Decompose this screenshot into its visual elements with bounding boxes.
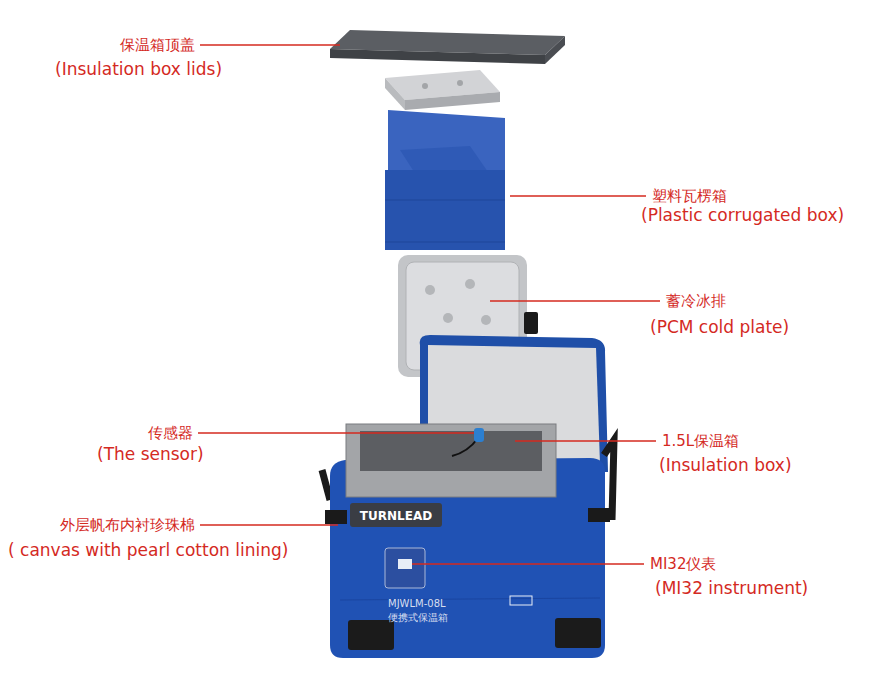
ice-pack-front (405, 92, 500, 110)
box-lid (330, 30, 565, 64)
box-fold (385, 200, 505, 201)
leader-lines (198, 45, 660, 564)
plate-hole (443, 313, 453, 323)
bottom-clip (348, 620, 394, 650)
tag-mark (510, 596, 532, 605)
leader-line (510, 195, 646, 197)
leader-line (515, 440, 656, 442)
ice-pack (385, 70, 500, 110)
leader-line (200, 44, 340, 46)
corrugated-box (385, 110, 505, 250)
plate-hole (481, 315, 491, 325)
product-text: 便携式保温箱 (388, 613, 448, 623)
instrument-pocket (385, 548, 425, 588)
callout-label: 1.5L保温箱 (662, 434, 739, 449)
brand-text: TURNLEAD (360, 510, 432, 522)
strap-band (588, 508, 610, 522)
callout-label: (The sensor) (97, 446, 204, 463)
strap-band (325, 510, 347, 524)
callout-label: 保温箱顶盖 (120, 38, 195, 53)
callout-label: 传感器 (148, 426, 193, 441)
brand-badge (350, 503, 442, 527)
callout-label: 外层帆布内衬珍珠棉 (60, 518, 195, 533)
insulation-box-wall (346, 424, 556, 497)
callout-label: (Insulation box) (659, 457, 792, 474)
model-text: MJWLM-08L (388, 599, 446, 609)
shoulder-strap (322, 470, 330, 500)
insulation-box (346, 424, 556, 497)
leader-line (490, 300, 660, 302)
box-front (385, 170, 505, 250)
lid-front (330, 49, 545, 64)
leader-line (412, 563, 644, 565)
ice-pack-dot (422, 83, 428, 89)
plate-hole (465, 279, 475, 289)
callout-label: ( canvas with pearl cotton lining) (8, 542, 288, 559)
plate-hole (425, 285, 435, 295)
sensor (474, 428, 484, 442)
bag-seam (340, 598, 600, 600)
lid-side (545, 36, 565, 64)
callout-label: (Insulation box lids) (55, 61, 222, 78)
callout-label: 蓄冷冰排 (666, 294, 726, 309)
callout-label: MI32仪表 (650, 557, 716, 572)
strap-buckle (524, 312, 538, 334)
callout-label: (Plastic corrugated box) (641, 207, 844, 224)
box-fold (385, 242, 505, 243)
callout-label: 塑料瓦楞箱 (652, 189, 727, 204)
ice-pack-dot (457, 80, 463, 86)
insulation-box-inside (360, 431, 542, 471)
sensor-cable (452, 438, 478, 456)
ice-pack-side (385, 78, 405, 110)
bottom-clip (555, 618, 601, 648)
callout-label: (MI32 instrument) (655, 580, 808, 597)
leader-line (198, 432, 474, 434)
callout-label: (PCM cold plate) (650, 319, 789, 336)
instrument-window (398, 559, 412, 569)
leader-line (200, 524, 338, 526)
